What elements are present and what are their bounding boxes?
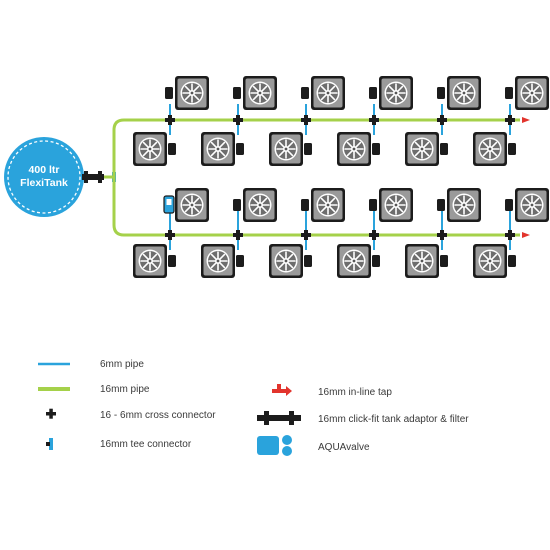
fan-pot-icon: [437, 75, 482, 111]
tank-adaptor-filter: [82, 171, 104, 183]
flexitank: 400 ltr FlexiTank: [4, 137, 84, 217]
fan-pot-icon: [174, 187, 210, 223]
legend-aquavalve: AQUAvalve: [318, 442, 370, 453]
fan-pot-icon: [369, 75, 414, 111]
branch-2: [132, 187, 550, 279]
aquavalve-icon: [163, 195, 175, 214]
fan-pot-icon: [165, 75, 210, 111]
pipe-16mm-network: [104, 118, 520, 237]
fan-pot-icon: [200, 131, 244, 167]
fan-pot-icon: [505, 187, 550, 223]
aquavalve-legend-icon: [257, 435, 292, 456]
legend-tee-connector: 16mm tee connector: [100, 439, 192, 450]
branch-1: [132, 75, 550, 167]
inline-taps: [522, 117, 530, 238]
legend-pipe-16mm: 16mm pipe: [100, 384, 150, 395]
fan-pot-icon: [268, 131, 312, 167]
fan-pot-icon: [369, 187, 414, 223]
cross-connector-icon: [46, 408, 56, 419]
fan-pot-icon: [472, 131, 516, 167]
fan-pot-icon: [233, 75, 278, 111]
fan-pot-icon: [132, 131, 176, 167]
fan-pot-icon: [301, 187, 346, 223]
tank-label-line1: 400 ltr: [29, 164, 60, 176]
legend: 6mm pipe 16mm pipe 16 - 6mm cross connec…: [38, 359, 469, 456]
legend-pipe-6mm: 6mm pipe: [100, 359, 144, 370]
fan-pot-icon: [505, 75, 550, 111]
tank-adaptor-filter-icon: [257, 411, 301, 425]
fan-pot-icon: [233, 187, 278, 223]
legend-inline-tap: 16mm in-line tap: [318, 387, 392, 398]
legend-cross-connector: 16 - 6mm cross connector: [100, 410, 216, 421]
fan-pot-icon: [301, 75, 346, 111]
legend-tank-adaptor: 16mm click-fit tank adaptor & filter: [318, 414, 469, 425]
fan-pot-icon: [437, 187, 482, 223]
tee-connector-icon: [46, 438, 53, 450]
tank-label-line2: FlexiTank: [20, 177, 68, 189]
fan-pot-icon: [336, 131, 380, 167]
tank-circle: [4, 137, 84, 217]
fan-pot-icon: [404, 131, 448, 167]
inline-tap-icon: [272, 384, 292, 396]
